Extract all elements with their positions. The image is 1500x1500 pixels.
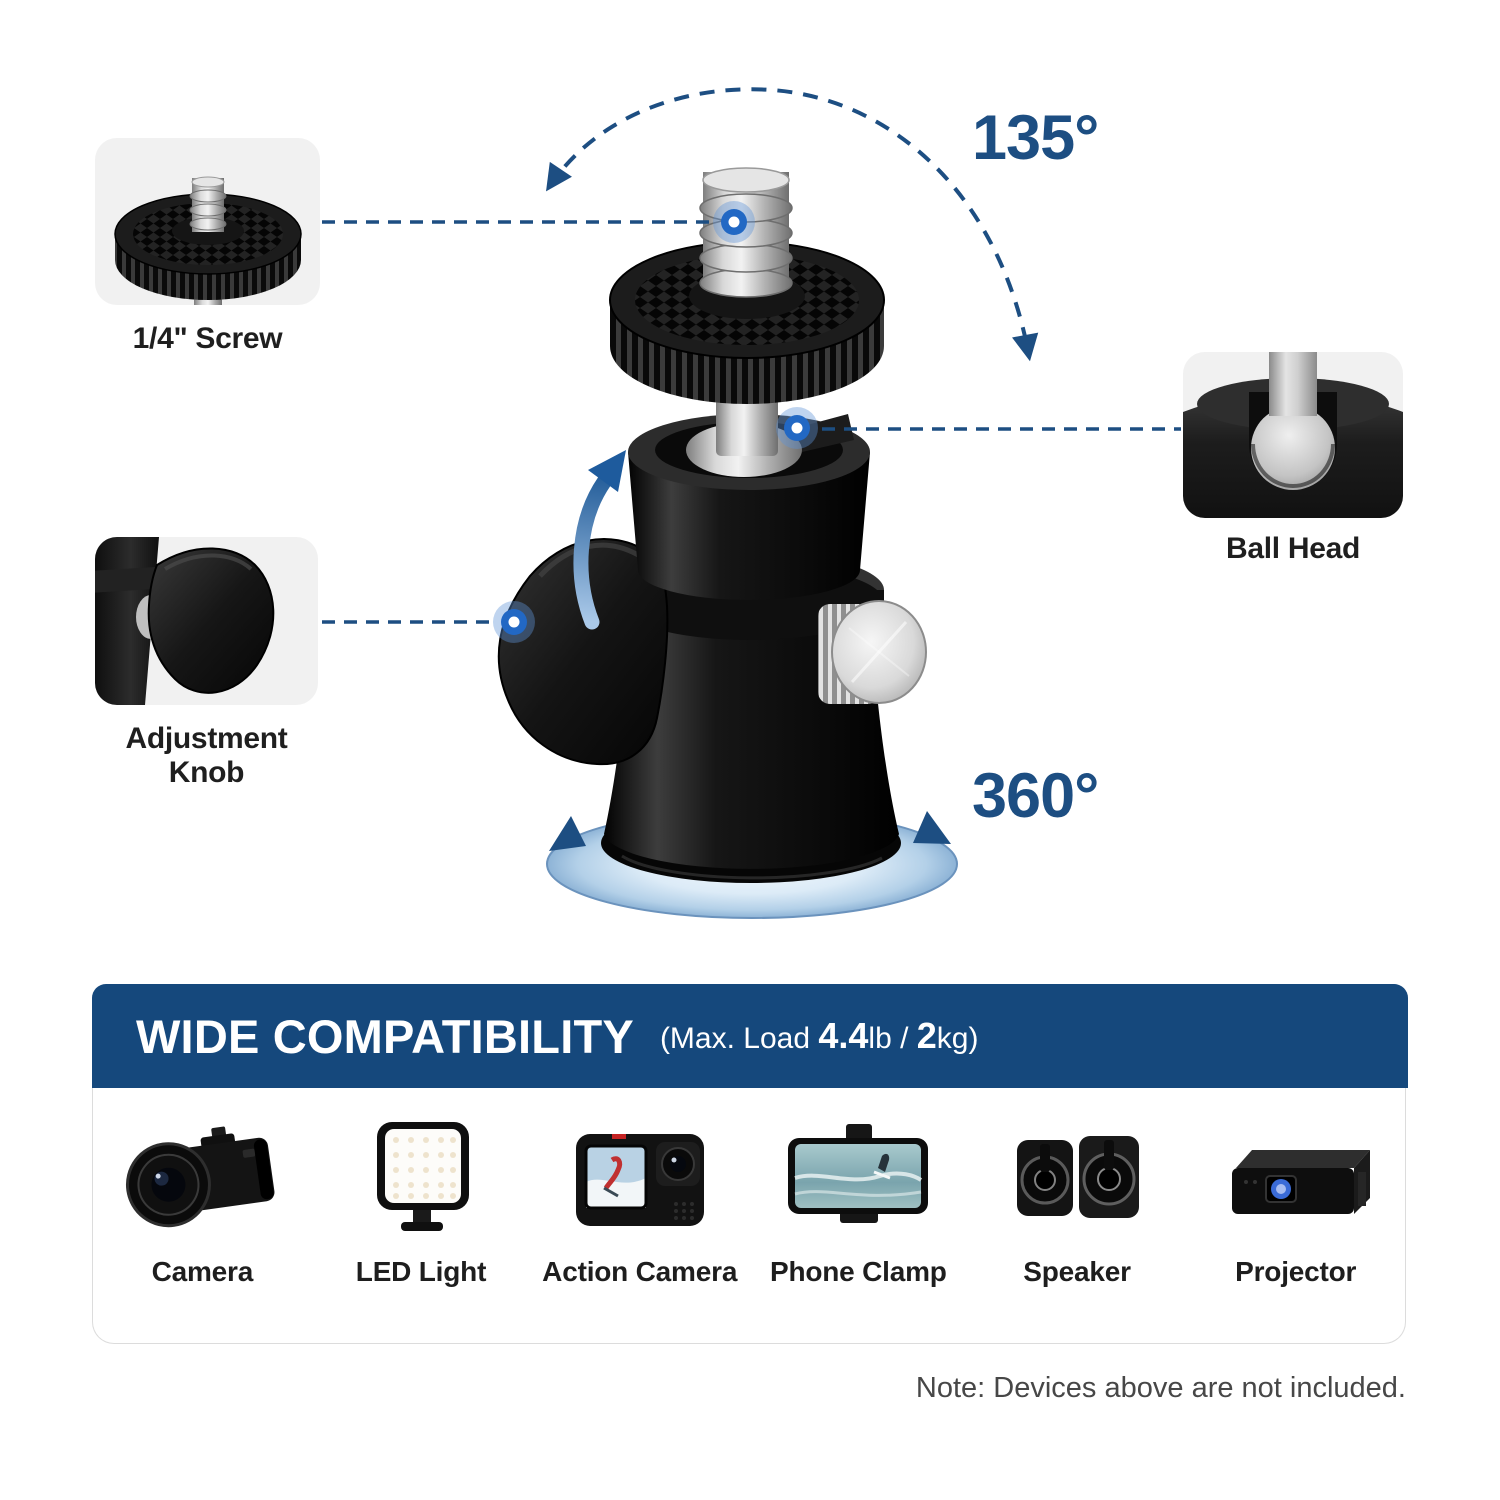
tilt-range-arc	[546, 87, 1039, 362]
led-light-icon	[333, 1116, 509, 1242]
device-label: Phone Clamp	[769, 1256, 947, 1287]
tilt-angle-label: 135°	[972, 103, 1099, 173]
screw-inset-image	[95, 138, 320, 305]
max-load-lb-value: 4.4	[818, 1015, 869, 1056]
knob-inset-image	[95, 537, 318, 705]
ball-head-inset-graphic	[1183, 352, 1403, 518]
tilt-arrow	[573, 450, 626, 630]
device-label: Camera	[151, 1256, 254, 1287]
speaker-icon	[989, 1116, 1165, 1242]
max-load-suffix: kg)	[936, 1022, 979, 1055]
screw-inset-graphic	[114, 176, 302, 305]
knob-callout-label: Adjustment Knob	[125, 722, 288, 789]
device-label: Projector	[1235, 1256, 1357, 1287]
projector-icon	[1208, 1116, 1384, 1242]
ball-head-product	[497, 167, 927, 883]
screw-point-marker	[713, 201, 755, 243]
pan-angle-label: 360°	[972, 761, 1099, 831]
action-camera-icon	[552, 1116, 728, 1242]
device-item-led-light: LED Light	[312, 1088, 531, 1343]
max-load-prefix: (Max. Load	[659, 1022, 819, 1055]
banner-title: WIDE COMPATIBILITY	[136, 1009, 634, 1063]
device-item-phone-clamp: Phone Clamp	[749, 1088, 968, 1343]
ball-head-point-marker	[776, 407, 818, 449]
knob-point-marker	[493, 601, 535, 643]
disclaimer-note: Note: Devices above are not included.	[915, 1372, 1406, 1404]
phone-clamp-icon	[770, 1116, 946, 1242]
device-item-action-camera: Action Camera	[530, 1088, 749, 1343]
device-item-speaker: Speaker	[968, 1088, 1187, 1343]
callout-connectors	[322, 220, 1181, 624]
device-item-projector: Projector	[1186, 1088, 1405, 1343]
camera-icon	[114, 1116, 290, 1242]
max-load-mid: lb /	[868, 1022, 917, 1055]
device-label: LED Light	[355, 1256, 487, 1287]
screw-callout-label: 1/4" Screw	[132, 322, 283, 355]
side-knob	[818, 600, 927, 704]
device-label: Speaker	[1023, 1256, 1131, 1287]
knob-inset-graphic	[95, 537, 275, 705]
device-item-camera: Camera	[93, 1088, 312, 1343]
device-label: Action Camera	[542, 1256, 738, 1287]
ball-head-inset-image	[1183, 352, 1403, 518]
max-load-kg-value: 2	[916, 1015, 937, 1056]
ball-head-callout-label: Ball Head	[1225, 532, 1360, 565]
device-compatibility-card: Camera LED Light	[92, 1088, 1406, 1344]
housing-slot	[796, 414, 854, 452]
